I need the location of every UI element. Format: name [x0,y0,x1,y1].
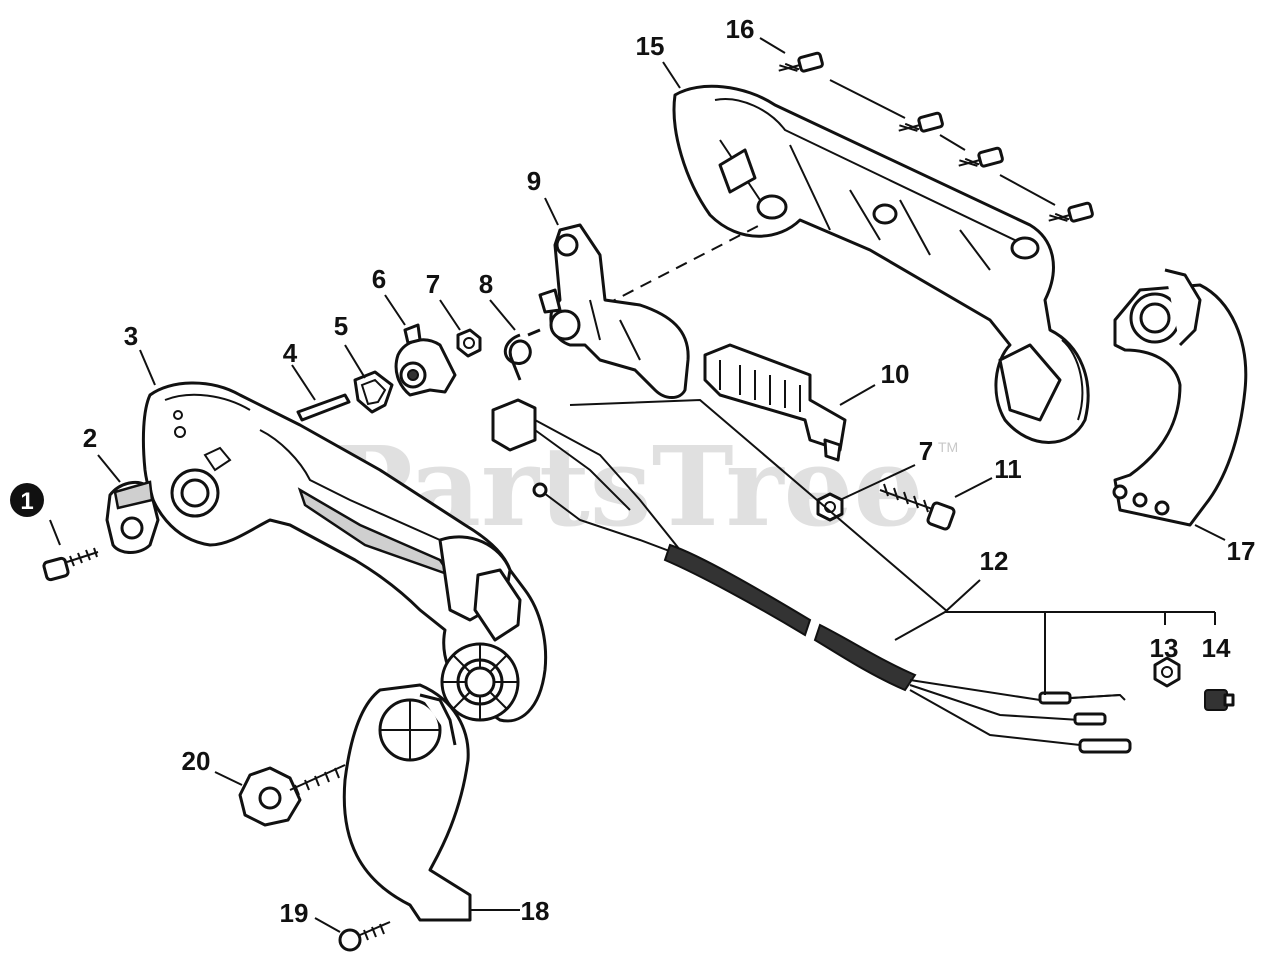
callout-9[interactable]: 9 [527,166,541,196]
part-5-ring [353,370,394,414]
callout-4[interactable]: 4 [283,338,298,368]
assembly-line [604,224,761,306]
part-16-screws [778,51,1094,223]
part-17-bracket [1112,268,1248,527]
part-19-screw [338,921,391,952]
callout-17[interactable]: 17 [1227,536,1256,566]
part-15-handle-cover [672,84,1090,444]
callout-2[interactable]: 2 [83,423,97,453]
callout-6[interactable]: 6 [372,264,386,294]
part-7-nut-top [456,328,482,358]
watermark-trademark: TM [938,439,958,455]
callout-3[interactable]: 3 [124,321,138,351]
callout-14[interactable]: 14 [1202,633,1231,663]
part-18-bracket [342,683,472,922]
part-9-trigger [538,223,690,399]
leader-lines [49,37,1226,933]
part-1-screw [42,547,99,582]
part-7-nut-bottom [816,492,844,522]
part-20-knob [238,764,346,827]
callout-13[interactable]: 13 [1150,633,1179,663]
callout-19[interactable]: 19 [280,898,309,928]
callout-11[interactable]: 11 [994,454,1022,484]
callout-7-top[interactable]: 7 [426,269,440,299]
callout-10[interactable]: 10 [881,359,910,389]
callout-7-bottom[interactable]: 7 [919,436,933,466]
part-2-cap [105,480,160,554]
part-4-pin [296,393,351,422]
callout-5[interactable]: 5 [334,311,348,341]
svg-text:1: 1 [20,488,33,515]
callout-20[interactable]: 20 [182,746,211,776]
callout-18[interactable]: 18 [521,896,550,926]
part-10-switch-block [703,343,847,462]
part-11-bolt [879,483,956,531]
callout-12[interactable]: 12 [980,546,1009,576]
part-13-nut [1153,656,1181,688]
part-14-fitting [1204,689,1235,711]
part-8-spring [503,328,541,381]
callout-15[interactable]: 15 [636,31,665,61]
callout-8[interactable]: 8 [479,269,493,299]
part-6-throttle-cam [394,323,457,397]
part-12-wire-harness [491,398,1132,754]
callout-16[interactable]: 16 [726,14,755,44]
part-1-badge[interactable]: 1 [10,483,44,517]
part-3-main-handle [141,381,548,723]
